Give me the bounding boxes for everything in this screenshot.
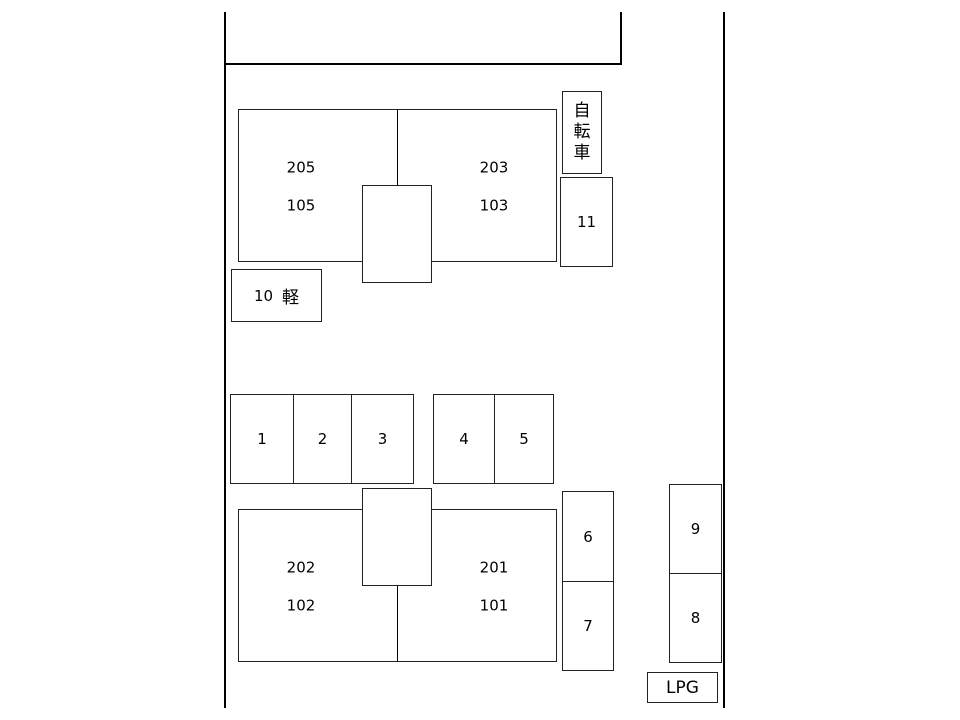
bicycle-char-2: 転 [573,122,591,142]
building-north-divider [397,109,398,186]
building-south-divider [397,585,398,662]
parking-space-3: 3 [351,394,414,484]
parking-space-3-label: 3 [377,430,388,448]
parking-space-10-label: 10 [253,286,274,305]
bicycle-char-1: 自 [573,101,591,121]
parking-space-1-label: 1 [257,430,267,448]
parking-space-4-label: 4 [459,430,469,448]
parking-space-2-label: 2 [317,430,328,448]
parking-space-11-label: 11 [576,213,597,231]
unit-201-label: 201 [479,558,509,577]
parking-space-5: 5 [494,394,554,484]
site-boundary-right [723,12,725,708]
stairwell-north [362,185,432,283]
parking-space-9-label: 9 [690,520,701,538]
parking-space-6-label: 6 [583,527,593,546]
parking-space-9: 9 [669,484,722,574]
road-edge-horizontal [224,63,622,65]
parking-space-4: 4 [433,394,495,484]
parking-space-5-label: 5 [519,430,529,448]
parking-space-8-label: 8 [690,609,701,627]
unit-203-label: 203 [479,158,509,177]
lpg-label: LPG [666,677,699,698]
parking-space-11: 11 [560,177,613,267]
kei-car-label: 軽 [282,288,300,308]
parking-space-7: 7 [562,581,614,671]
parking-space-1: 1 [230,394,294,484]
lpg-storage: LPG [647,672,718,703]
parking-space-7-label: 7 [583,617,593,635]
unit-103-label: 103 [479,196,509,215]
bicycle-parking: 自 転 車 [562,91,602,174]
parking-space-8: 8 [669,573,722,663]
parking-space-10: 10 軽 [231,269,322,322]
unit-202-label: 202 [286,558,316,577]
bicycle-char-3: 車 [573,143,591,163]
stairwell-south [362,488,432,586]
unit-101-label: 101 [479,596,509,615]
unit-102-label: 102 [286,596,316,615]
road-edge-vertical [620,12,622,65]
parking-space-6: 6 [562,491,614,582]
unit-105-label: 105 [286,196,316,215]
unit-205-label: 205 [286,158,316,177]
parking-space-2: 2 [293,394,352,484]
site-boundary-left [224,12,226,708]
